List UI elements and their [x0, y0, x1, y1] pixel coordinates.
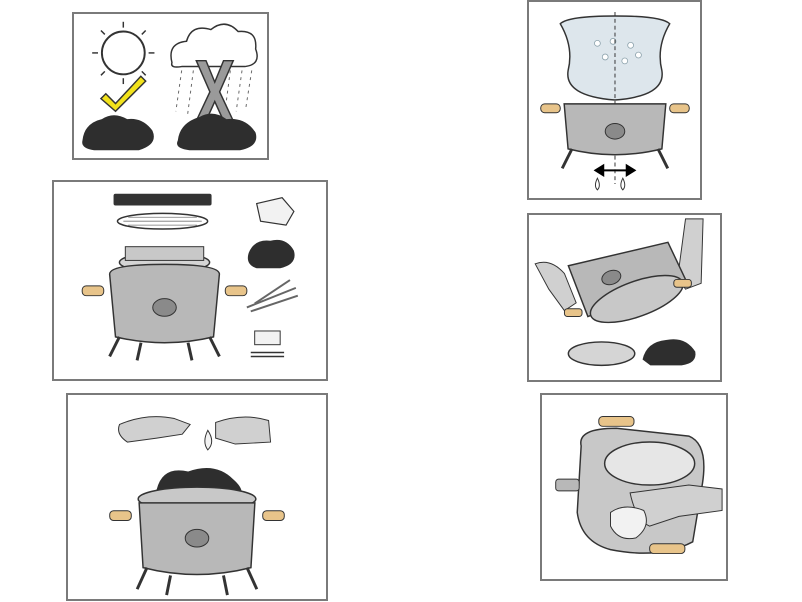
cloth-icon [610, 506, 647, 540]
ash-removal-panel [527, 213, 722, 382]
airflow-arrow-icon [593, 163, 637, 178]
weather-panel [72, 12, 269, 160]
water-icon [594, 38, 642, 65]
stove-body-icon [555, 416, 705, 555]
rain-cloud-icon [170, 23, 258, 116]
boiling-panel [527, 0, 702, 200]
lighting-panel [66, 393, 328, 601]
pot-icon [559, 15, 671, 101]
trivet-icon [113, 193, 212, 206]
drops-icon [594, 177, 626, 191]
ash-icon [642, 339, 696, 366]
stove-icon [109, 486, 285, 596]
kindling-icon [246, 279, 299, 313]
cleaning-panel [540, 393, 728, 581]
grill-grate-icon [116, 212, 209, 230]
hand-icon [215, 416, 272, 445]
hand-icon [534, 261, 577, 312]
stove-icon [540, 103, 690, 170]
charcoal-icon [82, 113, 257, 151]
equipment-panel [52, 180, 328, 381]
ash-tray-icon [567, 341, 636, 367]
cross-icon [194, 59, 236, 124]
stove-icon [563, 241, 692, 324]
charcoal-icon [247, 239, 295, 269]
paper-icon [255, 197, 295, 226]
check-icon [99, 75, 147, 113]
sun-icon [92, 21, 155, 85]
matches-icon [250, 330, 285, 358]
match-flame-icon [204, 429, 213, 451]
stove-icon [81, 246, 248, 361]
hand-icon [118, 416, 191, 443]
